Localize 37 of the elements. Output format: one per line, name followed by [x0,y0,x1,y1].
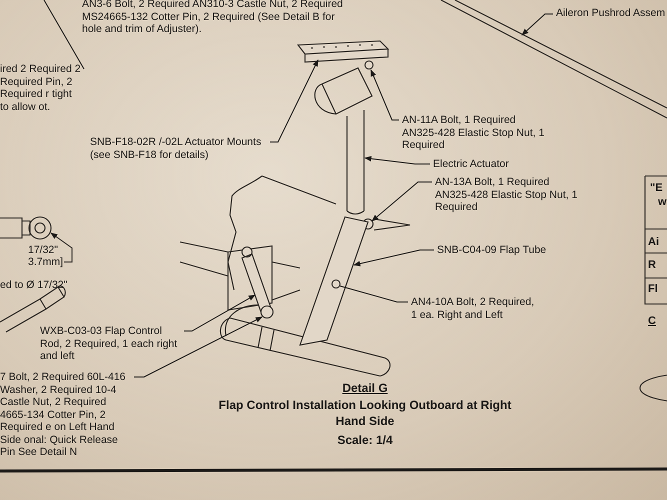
mount-bracket-drawing [297,40,390,63]
leader-line [370,69,400,120]
callout-text: SNB-F18-02R /-02L Actuator Mounts (see SNB-F18 for details) [90,136,265,161]
table-entry: w [658,196,667,208]
leader-line [340,286,408,302]
callout-text: Electric Actuator [433,158,509,170]
detail-caption: Flap Control Installation Looking Outboard at Right Hand Side [218,397,512,429]
leader-line [134,316,263,378]
flap-arm-drawing [299,216,369,346]
leader-line [270,59,318,142]
bolt-drawing [364,60,374,70]
dimension-label: 17/32" [28,244,58,256]
leader-line [521,14,554,36]
table-entry: "E [650,182,663,194]
actuator-tube-drawing [346,109,365,215]
table-entry: Fl [648,283,658,296]
callout-text: AN-13A Bolt, 1 Required AN325-428 Elastic Stop Nut, 1 Required [435,176,585,214]
table-entry: C [648,315,656,328]
leader-line [44,0,84,70]
table-entry: R [648,259,656,272]
table-entry: Ai [648,236,659,248]
leader-line [364,156,430,164]
leader-line [371,182,432,222]
leader-line [184,294,256,332]
callout-text: 7 Bolt, 2 Required 60L-416 Washer, 2 Required 10-4 Castle Nut, 2 Required 4665-134 Cotter Pin, 2 Required e on Left Hand Side onal: Quick Release Pin See Detail N [0,371,132,458]
callout-text: SNB-C04-09 Flap Tube [437,244,546,256]
callout-text: ired 2 Required 2 Required Pin, 2 Required r tight to allow ot. [0,63,82,113]
detail-title: Detail G [341,380,389,396]
dimension-label: 3.7mm] [28,256,64,268]
leader-line [353,250,434,266]
callout-text: WXB-C03-03 Flap Control Rod, 2 Required, 1 each right and left [40,325,182,362]
bolt-drawing [260,305,274,319]
callout-text: AN-11A Bolt, 1 Required AN325-428 Elastic Stop Nut, 1 Required [402,114,552,152]
callout-text: Aileron Pushrod Assem [556,7,666,20]
scale-note: Scale: 1/4 [336,432,394,448]
callout-text: AN4-10A Bolt, 2 Required, 1 ea. Right and Left [411,296,539,321]
dimension-label: ed to Ø 17/32" [0,279,68,292]
